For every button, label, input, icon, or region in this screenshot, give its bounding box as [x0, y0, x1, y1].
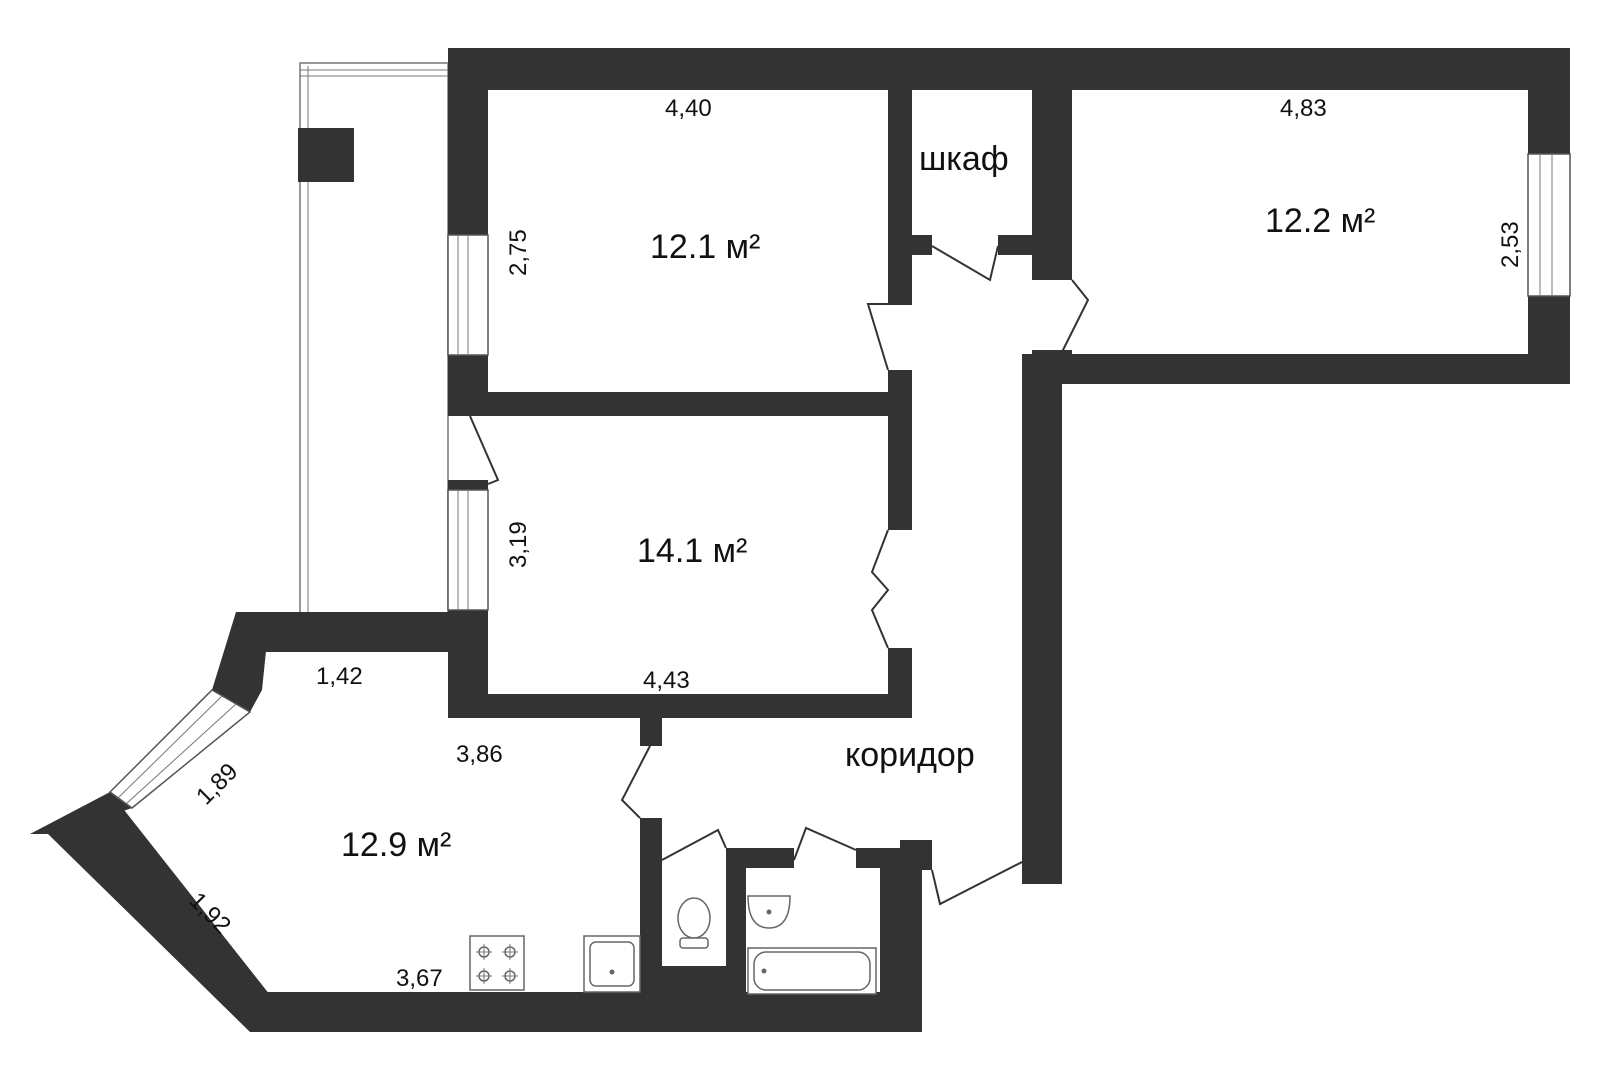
window-room3 — [1527, 153, 1571, 297]
room1-width: 4,40 — [665, 95, 712, 122]
bathtub-icon — [747, 947, 877, 995]
balcony-column — [298, 128, 354, 182]
sink-icon — [583, 935, 641, 993]
window-room2 — [447, 489, 489, 611]
balcony — [298, 62, 449, 614]
window-room1 — [447, 234, 489, 356]
window-kitchen — [108, 689, 252, 809]
door-balcony — [469, 415, 500, 485]
kitchen-dim-bottom: 3,67 — [396, 965, 443, 992]
room2-area: 14.1 м² — [637, 532, 747, 570]
kitchen-dim-window: 1,89 — [191, 758, 243, 810]
door-closet — [931, 245, 999, 282]
room3-area: 12.2 м² — [1265, 202, 1375, 240]
corridor-label: коридор — [845, 736, 975, 774]
kitchen-area: 12.9 м² — [341, 826, 451, 864]
door-room1 — [866, 303, 912, 371]
door-room3 — [1061, 279, 1090, 353]
room1-depth: 2,75 — [505, 229, 532, 276]
windows — [108, 153, 1571, 809]
toilet-icon — [677, 897, 711, 949]
fixtures — [469, 895, 877, 995]
room3-depth: 2,53 — [1497, 221, 1524, 268]
area-labels: 12.1 м² 14.1 м² 12.2 м² 12.9 м² шкаф кор… — [341, 140, 1375, 864]
room3-width: 4,83 — [1280, 95, 1327, 122]
closet-label: шкаф — [919, 140, 1009, 178]
washbasin-icon — [747, 895, 791, 929]
door-toilet — [661, 828, 727, 861]
doors — [469, 245, 1090, 906]
door-entrance — [931, 861, 1023, 906]
room1-area: 12.1 м² — [650, 228, 760, 266]
kitchen-dim-top: 1,42 — [316, 663, 363, 690]
kitchen-dim-inner: 3,86 — [456, 741, 503, 768]
room2-depth: 3,19 — [505, 521, 532, 568]
door-kitchen — [620, 745, 651, 819]
door-bath — [793, 826, 857, 861]
door-room2 — [870, 529, 890, 649]
stove-icon — [469, 935, 525, 991]
room2-width: 4,43 — [643, 667, 690, 694]
walls — [30, 48, 1570, 1032]
